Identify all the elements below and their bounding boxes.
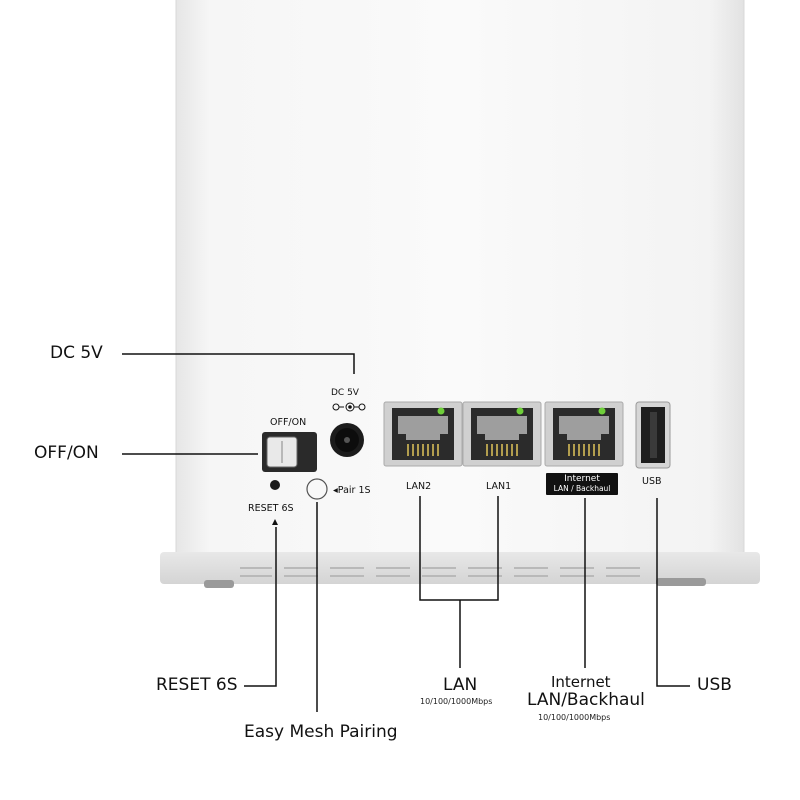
reset-arrow — [272, 519, 278, 525]
callout-mesh: Easy Mesh Pairing — [244, 722, 398, 742]
foot-right — [656, 578, 706, 586]
dc-jack — [330, 423, 364, 457]
foot-left — [204, 580, 234, 588]
callout-internet-line1: Internet — [551, 673, 611, 691]
callout-internet-line2: LAN/Backhaul — [527, 690, 645, 710]
panel-internet-line2: LAN / Backhaul — [553, 484, 611, 493]
lan2-port — [383, 401, 463, 467]
reset-leader — [244, 527, 277, 687]
power-switch — [262, 432, 317, 472]
usb-leader — [656, 498, 690, 687]
vent-slots — [240, 567, 640, 577]
panel-switch-label: OFF/ON — [270, 417, 307, 428]
reset-pinhole — [270, 480, 280, 490]
lan1-port — [462, 401, 542, 467]
callout-dc: DC 5V — [50, 343, 103, 363]
panel-lan1-label: LAN1 — [486, 481, 512, 492]
usb-port — [635, 401, 671, 469]
callout-switch: OFF/ON — [34, 443, 99, 463]
panel-lan2-label: LAN2 — [406, 481, 432, 492]
callout-internet-speed: 10/100/1000Mbps — [538, 713, 611, 722]
panel-dc-label: DC 5V — [331, 388, 359, 398]
callout-lan-title: LAN — [443, 675, 478, 695]
callout-lines — [122, 353, 690, 712]
internet-port — [544, 401, 624, 467]
panel-pair-label: ◂Pair 1S — [333, 485, 371, 496]
panel-internet-line1: Internet — [564, 474, 600, 484]
pair-button — [306, 478, 328, 500]
callout-usb: USB — [697, 675, 732, 695]
lan-leader — [419, 496, 499, 601]
callout-lan-speed: 10/100/1000Mbps — [420, 697, 493, 706]
dc-polarity-icon — [332, 402, 366, 412]
panel-usb-label: USB — [642, 476, 662, 487]
callout-reset: RESET 6S — [156, 675, 238, 695]
dc-leader — [122, 353, 355, 374]
panel-reset-label: RESET 6S — [248, 503, 294, 514]
panel-internet-badge: Internet LAN / Backhaul — [546, 473, 618, 495]
